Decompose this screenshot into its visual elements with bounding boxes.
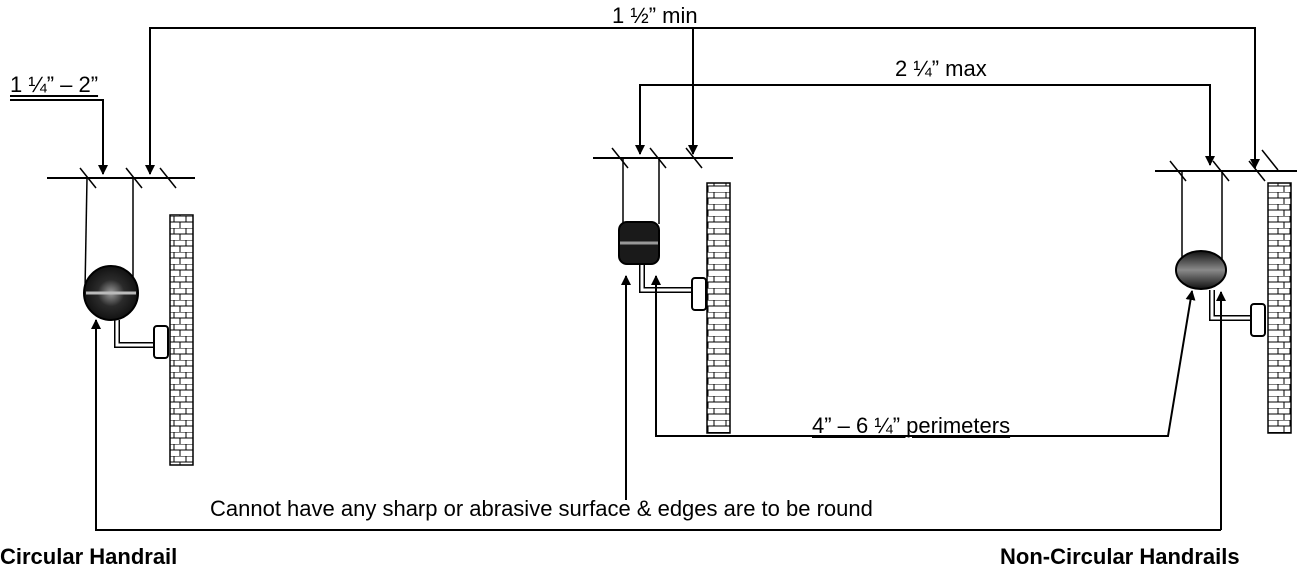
handrail-bracket: [639, 265, 693, 293]
handrail-bracket: [1209, 290, 1252, 321]
surface-note-label: Cannot have any sharp or abrasive surfac…: [210, 496, 873, 521]
circular-handrail-title: Circular Handrail: [0, 544, 178, 569]
min-clearance-leader: [145, 27, 1260, 175]
round-edges-bracket: [91, 319, 1221, 531]
diameter-leader: [10, 99, 108, 175]
handrail-bracket: [114, 320, 155, 348]
brick-wall: [169, 214, 194, 466]
oval-rail: [1175, 250, 1227, 290]
square-handrail-group: [593, 28, 1215, 500]
brick-wall: [706, 182, 731, 434]
perimeter-leader: [651, 275, 1196, 437]
brick-wall: [1267, 182, 1292, 434]
circular-handrail-group: [10, 27, 1260, 466]
oval-handrail-group: [1155, 149, 1297, 530]
noncircular-handrails-title: Non-Circular Handrails: [1000, 544, 1240, 569]
max-clearance-leader: [635, 84, 1215, 166]
max-clearance-label: 2 ¼” max: [895, 56, 987, 81]
diameter-range-label: 1 ¼” – 2”: [10, 72, 99, 97]
perimeter-range-label: 4” – 6 ¼” perimeters: [812, 413, 1011, 438]
min-clearance-label: 1 ½” min: [612, 3, 698, 28]
